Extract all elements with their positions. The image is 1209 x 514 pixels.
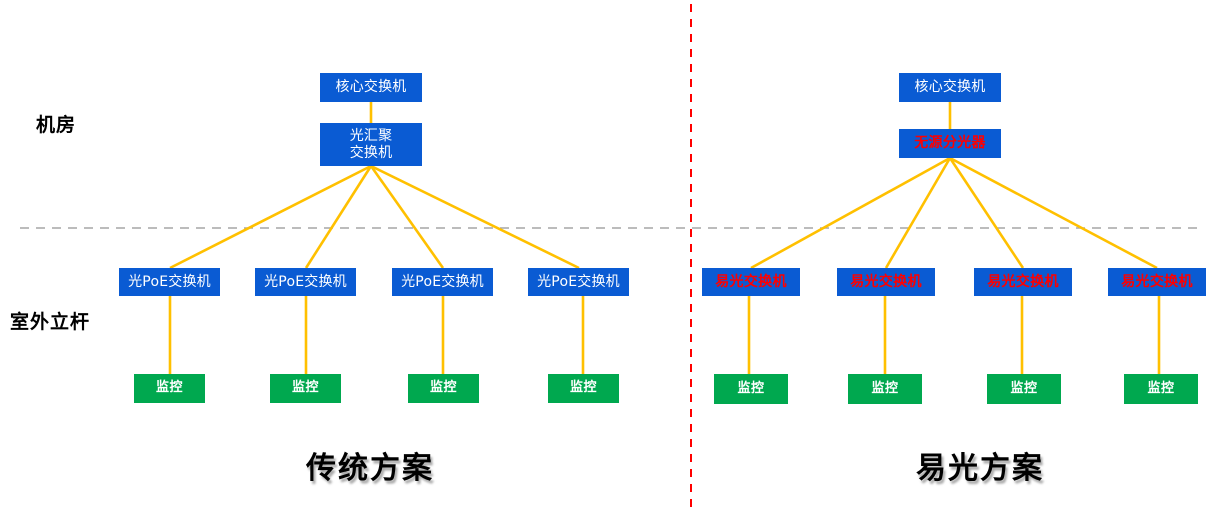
node-yiguang-switch-3[interactable]: 易光交换机 — [974, 268, 1072, 296]
node-optical-poe-switch-4[interactable]: 光PoE交换机 — [528, 268, 629, 296]
node-camera-3[interactable]: 监控 — [987, 374, 1061, 404]
node-camera-4[interactable]: 监控 — [1124, 374, 1198, 404]
scheme-title-traditional: 传统方案 — [306, 451, 434, 486]
link-y-splitter-to-y-sw-3 — [948, 157, 1025, 269]
node-camera-3[interactable]: 监控 — [408, 374, 479, 403]
scheme-title-yiguang: 易光方案 — [916, 451, 1044, 486]
node-camera-2[interactable]: 监控 — [270, 374, 341, 403]
node-optical-poe-switch-2[interactable]: 光PoE交换机 — [255, 268, 356, 296]
node-yiguang-switch-2[interactable]: 易光交换机 — [837, 268, 935, 296]
node-core-switch[interactable]: 核心交换机 — [320, 73, 422, 102]
node-optical-poe-switch-3[interactable]: 光PoE交换机 — [392, 268, 493, 296]
node-camera-2[interactable]: 监控 — [848, 374, 922, 404]
link-y-splitter-to-y-sw-2 — [884, 157, 952, 269]
link-y-splitter-to-y-sw-1 — [750, 156, 951, 270]
link-t-agg-to-t-poe-3 — [369, 165, 445, 269]
link-t-agg-to-t-poe-1 — [169, 164, 372, 270]
node-camera-1[interactable]: 监控 — [714, 374, 788, 404]
link-t-agg-to-t-poe-2 — [304, 165, 373, 269]
link-t-agg-to-t-poe-4 — [370, 164, 580, 270]
node-camera-1[interactable]: 监控 — [134, 374, 205, 403]
node-optical-aggregation-switch[interactable]: 光汇聚 交换机 — [320, 123, 422, 166]
zone-machine-room-label: 机房 — [36, 114, 77, 136]
node-passive-optical-splitter[interactable]: 无源分光器 — [899, 129, 1001, 158]
node-optical-poe-switch-1[interactable]: 光PoE交换机 — [119, 268, 220, 296]
node-yiguang-switch-1[interactable]: 易光交换机 — [702, 268, 800, 296]
node-yiguang-switch-4[interactable]: 易光交换机 — [1108, 268, 1206, 296]
node-camera-4[interactable]: 监控 — [548, 374, 619, 403]
zone-outdoor-pole-label: 室外立杆 — [10, 311, 91, 333]
node-core-switch[interactable]: 核心交换机 — [899, 73, 1001, 102]
link-y-splitter-to-y-sw-4 — [949, 156, 1158, 270]
